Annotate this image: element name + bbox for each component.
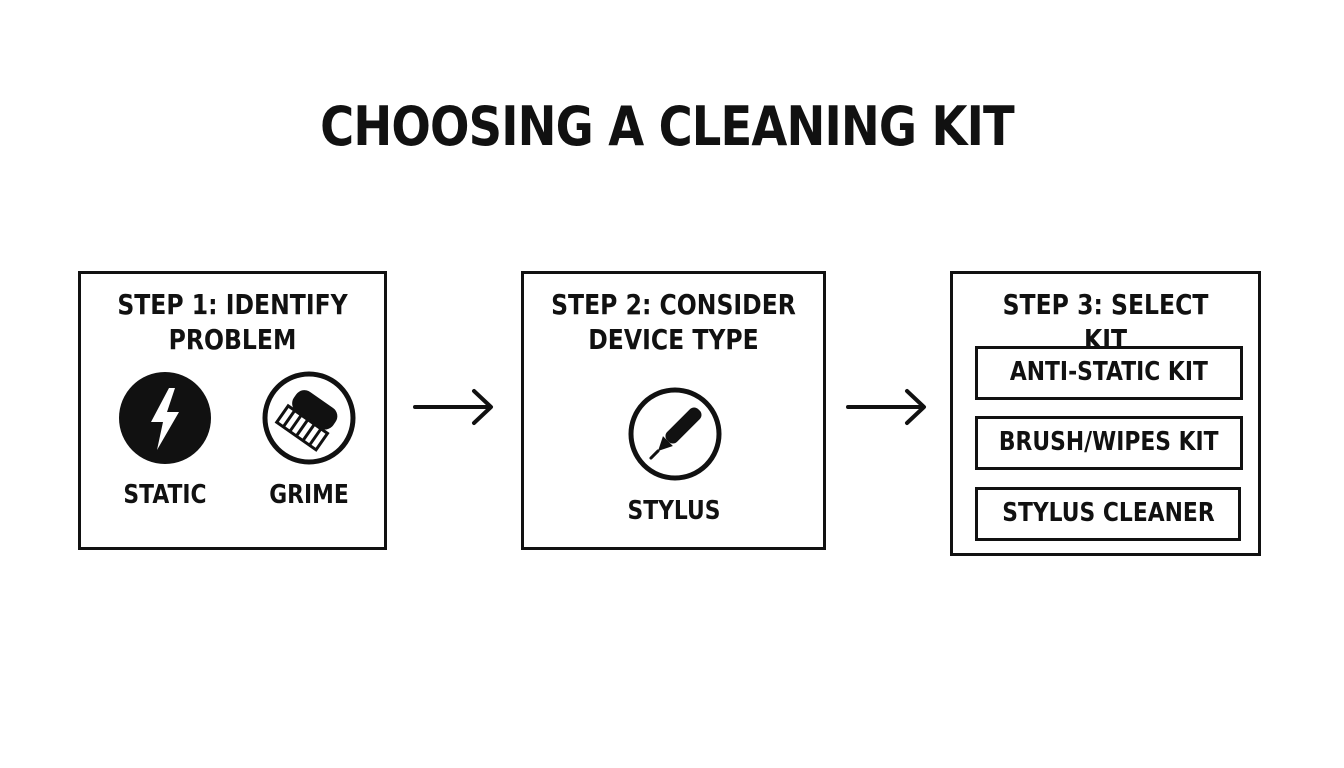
step-1-box: STEP 1: IDENTIFY PROBLEM STATIC GRIME [78, 271, 387, 550]
stylus-icon [627, 386, 723, 482]
grime-label: GRIME [269, 480, 349, 510]
static-label: STATIC [123, 480, 207, 510]
kit-option-label: STYLUS CLEANER [1001, 498, 1215, 528]
step-1-title: STEP 1: IDENTIFY PROBLEM [117, 288, 348, 356]
arrow-right-icon [845, 387, 929, 427]
stylus-label: STYLUS [627, 496, 721, 526]
brush-icon [261, 370, 357, 466]
lightning-bolt-icon [117, 370, 213, 466]
arrow-right-icon [412, 387, 496, 427]
step-3-box: STEP 3: SELECT KIT ANTI-STATIC KIT BRUSH… [950, 271, 1261, 556]
kit-option-stylus-cleaner[interactable]: STYLUS CLEANER [975, 487, 1241, 541]
step-2-box: STEP 2: CONSIDER DEVICE TYPE STYLUS [521, 271, 826, 550]
kit-option-label: ANTI-STATIC KIT [1009, 357, 1209, 387]
kit-option-brush-wipes[interactable]: BRUSH/WIPES KIT [975, 416, 1243, 470]
kit-option-label: BRUSH/WIPES KIT [999, 427, 1219, 457]
step-2-title: STEP 2: CONSIDER DEVICE TYPE [551, 288, 796, 356]
diagram-title: CHOOSING A CLEANING KIT [320, 95, 1015, 158]
kit-option-anti-static[interactable]: ANTI-STATIC KIT [975, 346, 1243, 400]
step-3-title: STEP 3: SELECT KIT [1002, 288, 1209, 356]
